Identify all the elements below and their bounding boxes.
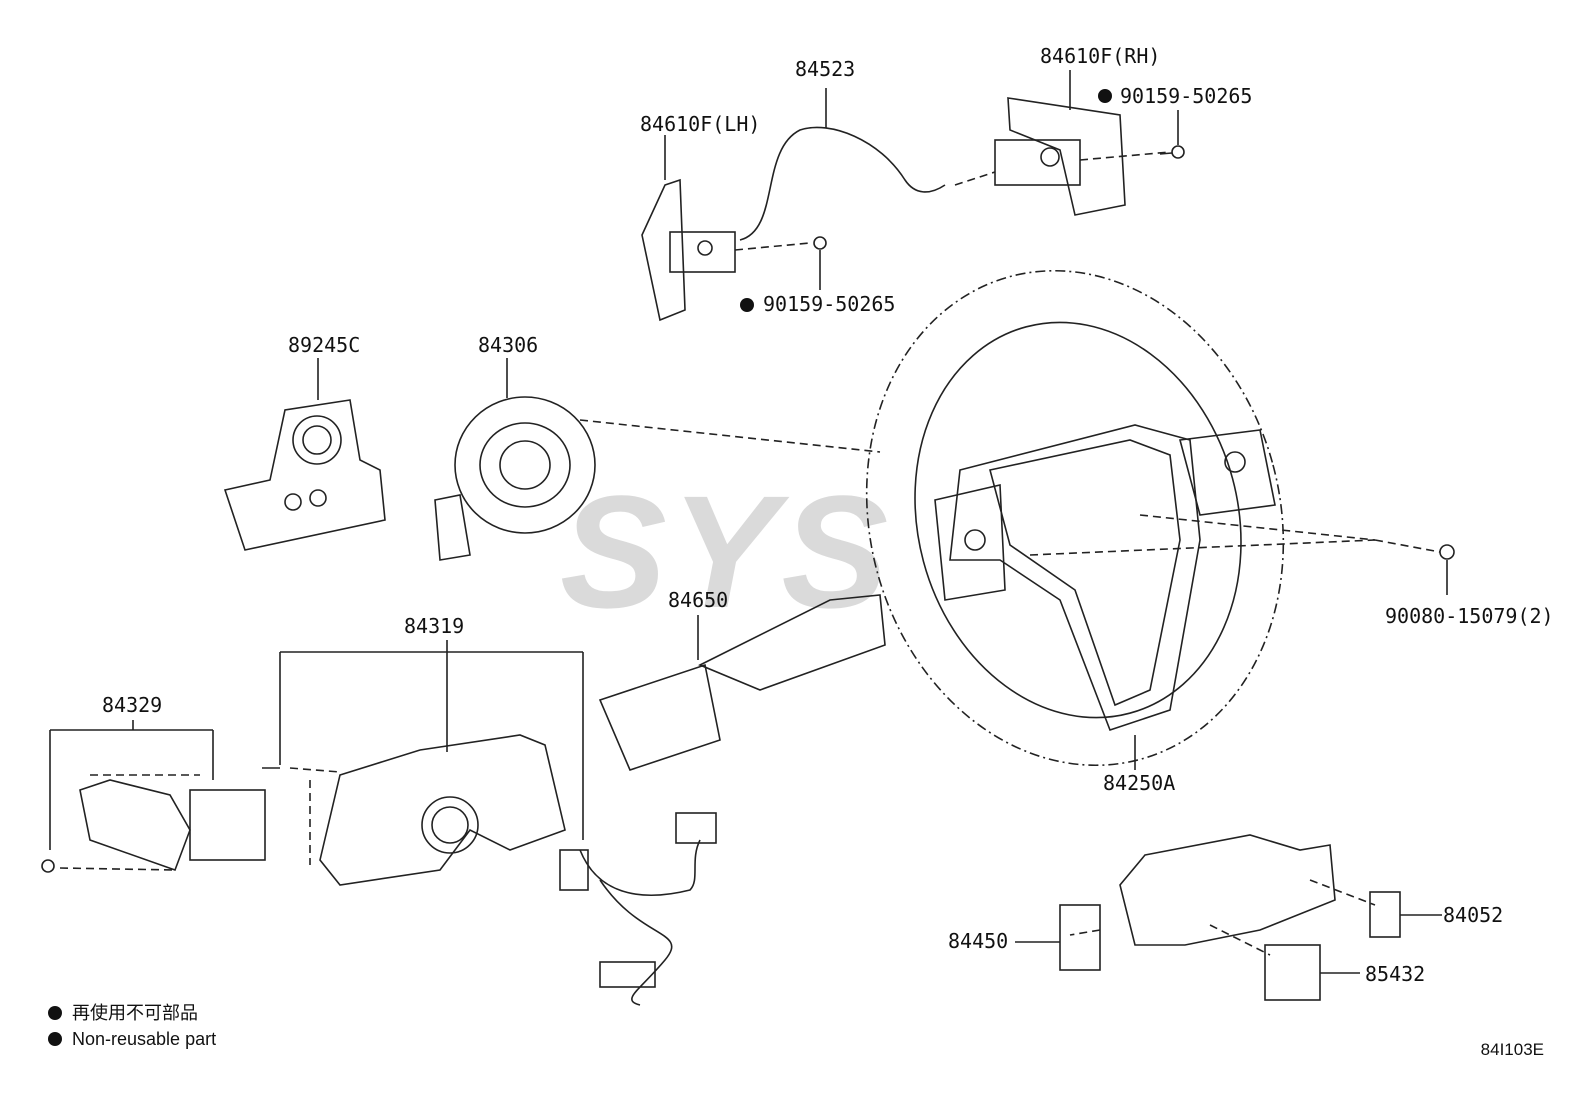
non-reusable-dot-icon [48, 1032, 62, 1046]
label-85432: 85432 [1365, 962, 1425, 986]
wire-harness [559, 812, 717, 1006]
label-84306: 84306 [478, 333, 538, 357]
part-84450 [1015, 904, 1101, 971]
legend: 再使用不可部品 Non-reusable part [48, 1000, 216, 1052]
spiral-cable-84306 [434, 358, 596, 561]
steering-lock-housing [1069, 834, 1376, 956]
label-bolt-rh: 90159-50265 [1120, 84, 1252, 108]
label-84523: 84523 [795, 57, 855, 81]
label-84610f-lh: 84610F(LH) [640, 112, 760, 136]
part-85432 [1264, 944, 1360, 1001]
bolt-lh-icon [813, 236, 827, 290]
legend-en: Non-reusable part [72, 1029, 217, 1049]
legend-jp: 再使用不可部品 [72, 1003, 198, 1023]
bolt-wheel-icon [1439, 544, 1455, 595]
label-84450: 84450 [948, 929, 1008, 953]
label-84319: 84319 [404, 614, 464, 638]
wiper-switch-84650 [598, 594, 886, 771]
cable-84523 [739, 126, 946, 241]
label-84250a: 84250A [1103, 771, 1175, 795]
switch-body-84319 [262, 640, 584, 886]
steering-sensor-89245c [223, 358, 386, 551]
steering-wheel-84250a [865, 269, 1285, 767]
label-84052: 84052 [1443, 903, 1503, 927]
paddle-switch-rh [994, 97, 1126, 216]
legend-row-en: Non-reusable part [48, 1026, 216, 1052]
watermark: SYS [560, 462, 893, 641]
part-84052 [1369, 891, 1442, 938]
paddle-switch-lh [641, 178, 736, 322]
label-84329: 84329 [102, 693, 162, 717]
label-bolt-lh: 90159-50265 [763, 292, 895, 316]
light-switch-84329 [41, 720, 266, 873]
non-reusable-dot-lh [740, 298, 754, 312]
legend-row-jp: 再使用不可部品 [48, 1000, 216, 1026]
diagram-code: 84I103E [1480, 1040, 1544, 1059]
bolt-rh-icon [1159, 110, 1185, 159]
label-84610f-rh: 84610F(RH) [1040, 44, 1160, 68]
label-89245c: 89245C [288, 333, 360, 357]
label-bolt-wheel: 90080-15079(2) [1385, 604, 1554, 628]
non-reusable-dot-rh [1098, 89, 1112, 103]
non-reusable-dot-icon [48, 1006, 62, 1020]
label-84650: 84650 [668, 588, 728, 612]
